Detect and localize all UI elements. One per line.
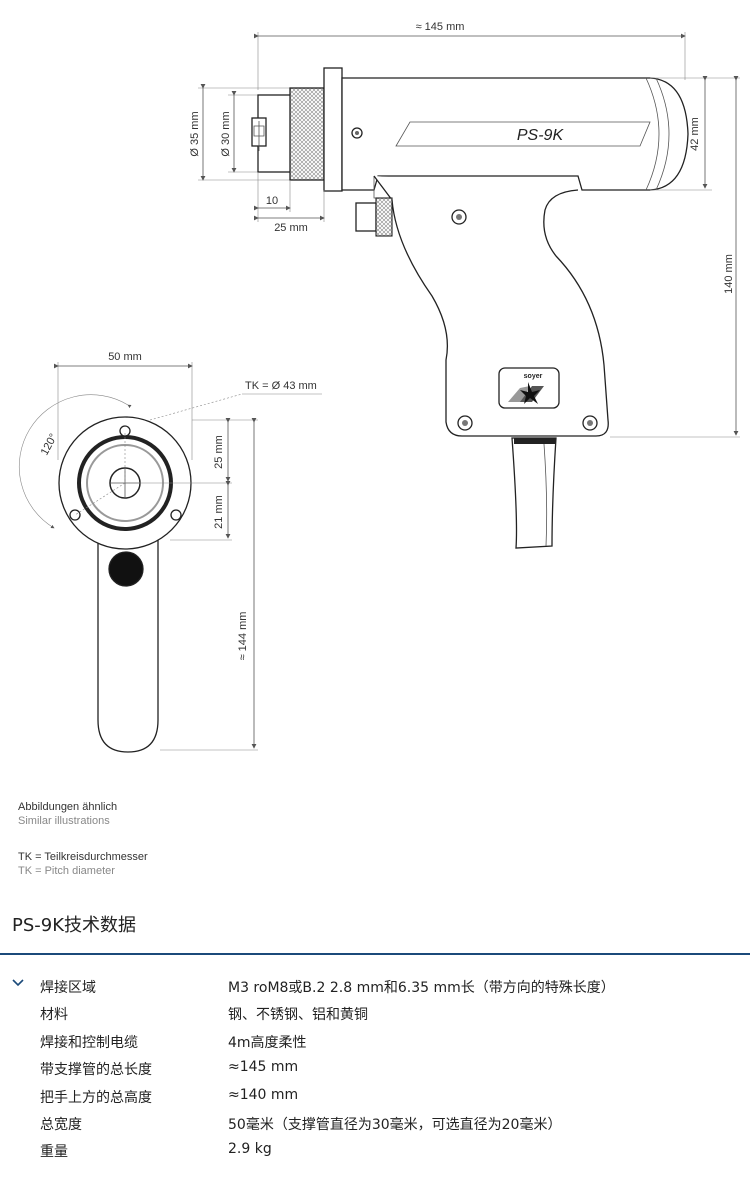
- grip: [373, 175, 609, 437]
- front-view: 50 mm TK = Ø 43 mm 120° 25 mm 21 mm: [19, 351, 322, 753]
- dim-width-50: 50 mm: [108, 351, 142, 363]
- spec-divider: [0, 953, 750, 955]
- note-similar-de: Abbildungen ähnlich: [18, 801, 118, 813]
- spec-row: 材料 钢、不锈钢、铝和黄铜: [0, 999, 750, 1026]
- spec-title: PS-9K技术数据: [12, 915, 137, 936]
- spec-table: 焊接区域 M3 roM8或B.2 2.8 mm和6.35 mm长（带方向的特殊长…: [0, 972, 750, 1164]
- dim-10: 10: [266, 195, 278, 207]
- dim-d30: Ø 30 mm: [220, 111, 232, 156]
- spec-key: 材料: [40, 1007, 68, 1024]
- spec-key: 焊接区域: [40, 980, 96, 996]
- tk-label: TK = Ø 43 mm: [245, 380, 317, 392]
- dim-total-length: ≈ 145 mm: [416, 21, 465, 33]
- spec-value: ≈145 mm: [228, 1059, 299, 1076]
- spec-key: 把手上方的总高度: [40, 1089, 152, 1106]
- spec-row: 带支撑管的总长度 ≈145 mm: [0, 1054, 750, 1081]
- side-view: ≈ 145 mm Ø 35 mm Ø 30 mm 10 25 mm PS-9K: [189, 21, 740, 549]
- cable: [511, 437, 557, 549]
- spec-row: 焊接和控制电缆 4m高度柔性: [0, 1027, 750, 1054]
- svg-text:soyer: soyer: [524, 373, 543, 380]
- front-handle: [97, 529, 159, 753]
- note-tk: TK = Teilkreisdurchmesser TK = Pitch dia…: [18, 850, 148, 878]
- dim-d35: Ø 35 mm: [189, 111, 201, 156]
- spec-value: 2.9 kg: [228, 1141, 272, 1158]
- spec-value: 4m高度柔性: [228, 1034, 307, 1051]
- note-tk-de: TK = Teilkreisdurchmesser: [18, 851, 148, 863]
- dim-25-vertical: 25 mm: [213, 435, 225, 469]
- spec-row: 把手上方的总高度 ≈140 mm: [0, 1082, 750, 1109]
- dim-42: 42 mm: [689, 117, 701, 151]
- spec-row: 总宽度 50毫米（支撑管直径为30毫米，可选直径为20毫米）: [0, 1109, 750, 1136]
- note-similar-en: Similar illustrations: [18, 815, 110, 827]
- trigger-button: [355, 202, 377, 232]
- spec-key: 焊接和控制电缆: [40, 1034, 138, 1051]
- technical-drawing: ≈ 145 mm Ø 35 mm Ø 30 mm 10 25 mm PS-9K: [19, 21, 740, 753]
- dim-25-horizontal: 25 mm: [274, 222, 308, 234]
- spec-value: 50毫米（支撑管直径为30毫米，可选直径为20毫米）: [228, 1116, 562, 1133]
- flange: [323, 67, 343, 192]
- chevron-down-icon[interactable]: [10, 975, 26, 991]
- dim-140: 140 mm: [723, 254, 735, 294]
- spec-value: ≈140 mm: [228, 1086, 299, 1103]
- spec-key: 总宽度: [40, 1116, 82, 1133]
- model-label: PS-9K: [517, 127, 565, 144]
- spec-value: 钢、不锈钢、铝和黄铜: [228, 1007, 368, 1024]
- spec-key: 重量: [40, 1144, 68, 1161]
- knurled-nut: [289, 87, 325, 181]
- dim-21: 21 mm: [213, 495, 225, 529]
- spec-row: 重量 2.9 kg: [0, 1136, 750, 1163]
- spec-row[interactable]: 焊接区域 M3 roM8或B.2 2.8 mm和6.35 mm长（带方向的特殊长…: [0, 972, 750, 999]
- spec-key: 带支撑管的总长度: [40, 1062, 152, 1079]
- spec-value: M3 roM8或B.2 2.8 mm和6.35 mm长（带方向的特殊长度）: [228, 980, 615, 996]
- note-similar: Abbildungen ähnlich Similar illustration…: [18, 800, 117, 828]
- angle-120: 120°: [39, 432, 60, 458]
- note-tk-en: TK = Pitch diameter: [18, 865, 115, 877]
- dim-144: ≈ 144 mm: [237, 612, 249, 661]
